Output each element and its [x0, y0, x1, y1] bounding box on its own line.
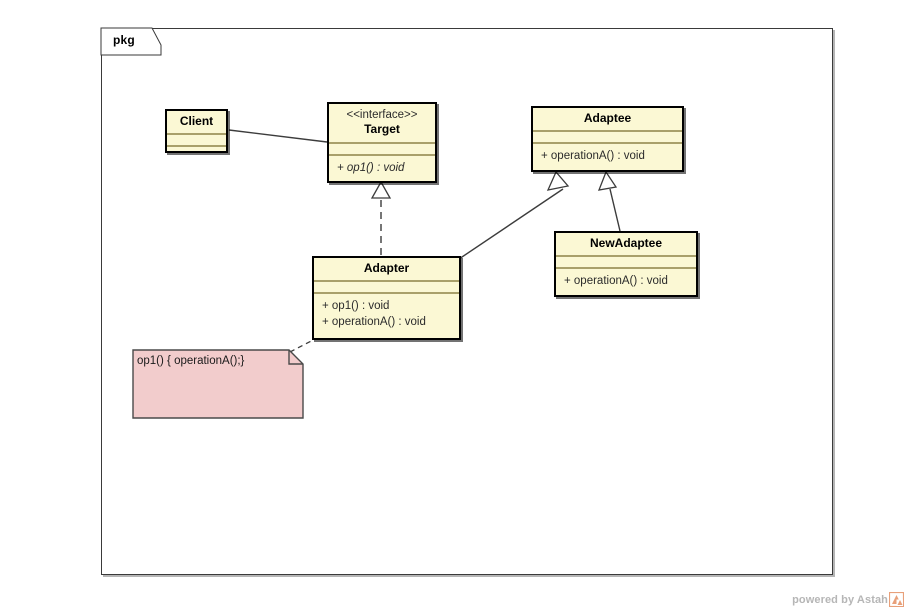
note-box[interactable]: op1() { operationA();} — [132, 349, 304, 419]
class-operation-newadaptee-0: + operationA() : void — [564, 275, 668, 287]
class-attributes-compartment-client — [167, 135, 226, 147]
class-name-newadaptee: NewAdaptee — [589, 236, 663, 250]
class-operation-target-0: + op1() : void — [337, 162, 405, 174]
class-operations-compartment-target: + op1() : void — [329, 156, 435, 180]
class-name-compartment-target: <<interface>> Target — [329, 104, 435, 144]
watermark-label: powered by Astah — [792, 593, 888, 606]
astah-logo-icon — [888, 591, 905, 608]
class-operations-compartment-newadaptee: + operationA() : void — [556, 269, 696, 293]
class-operations-compartment-adaptee: + operationA() : void — [533, 144, 682, 168]
class-attributes-compartment-target — [329, 144, 435, 156]
package-label: pkg — [113, 33, 135, 47]
class-stereotype-target: <<interface>> — [346, 109, 418, 121]
class-name-compartment-newadaptee: NewAdaptee — [556, 233, 696, 257]
class-name-compartment-adaptee: Adaptee — [533, 108, 682, 132]
class-name-client: Client — [179, 114, 214, 128]
class-attributes-compartment-adaptee — [533, 132, 682, 144]
class-operation-adapter-0: + op1() : void — [322, 300, 390, 312]
class-box-target[interactable]: <<interface>> Target + op1() : void — [327, 102, 437, 183]
note-text: op1() { operationA();} — [137, 355, 245, 367]
class-attributes-compartment-adapter — [314, 282, 459, 294]
class-box-adaptee[interactable]: Adaptee + operationA() : void — [531, 106, 684, 172]
class-attributes-compartment-newadaptee — [556, 257, 696, 269]
note-shape — [132, 349, 304, 419]
class-name-adaptee: Adaptee — [583, 111, 632, 125]
class-name-compartment-client: Client — [167, 111, 226, 135]
class-name-target: Target — [364, 122, 400, 136]
class-name-adapter: Adapter — [363, 261, 410, 275]
class-operation-adapter-1: + operationA() : void — [322, 316, 426, 328]
class-name-compartment-adapter: Adapter — [314, 258, 459, 282]
class-box-client[interactable]: Client — [165, 109, 228, 153]
class-operation-adaptee-0: + operationA() : void — [541, 150, 645, 162]
class-box-adapter[interactable]: Adapter + op1() : void + operationA() : … — [312, 256, 461, 340]
class-operations-compartment-client — [167, 147, 226, 165]
class-operations-compartment-adapter: + op1() : void + operationA() : void — [314, 294, 459, 334]
astah-watermark: powered by Astah — [792, 591, 905, 608]
class-box-newadaptee[interactable]: NewAdaptee + operationA() : void — [554, 231, 698, 297]
